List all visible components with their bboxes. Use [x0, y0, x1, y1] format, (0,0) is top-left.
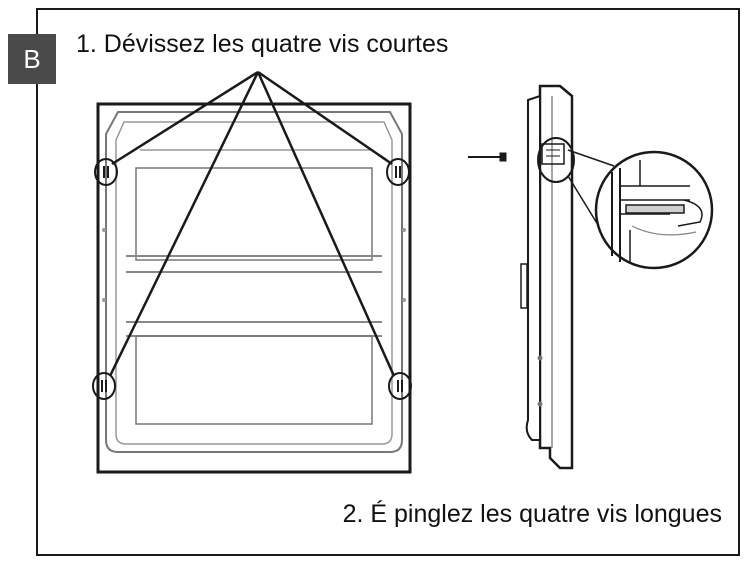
step-1-instruction: 1. Dévissez les quatre vis courtes — [76, 30, 449, 58]
step-2-instruction: 2. É pinglez les quatre vis longues — [342, 500, 722, 528]
diagram-frame — [36, 8, 740, 556]
screw-bottom-left — [92, 372, 116, 400]
screw-top-right — [386, 158, 410, 186]
zoom-detail — [594, 150, 714, 270]
step-badge: B — [8, 34, 56, 84]
screw-bottom-right — [388, 372, 412, 400]
leader-lines — [108, 70, 396, 377]
door-front-view — [96, 102, 412, 474]
screw-icon — [468, 152, 507, 162]
door-side-view — [520, 84, 575, 470]
screw-markers — [92, 158, 412, 400]
screw-top-left — [94, 158, 118, 186]
